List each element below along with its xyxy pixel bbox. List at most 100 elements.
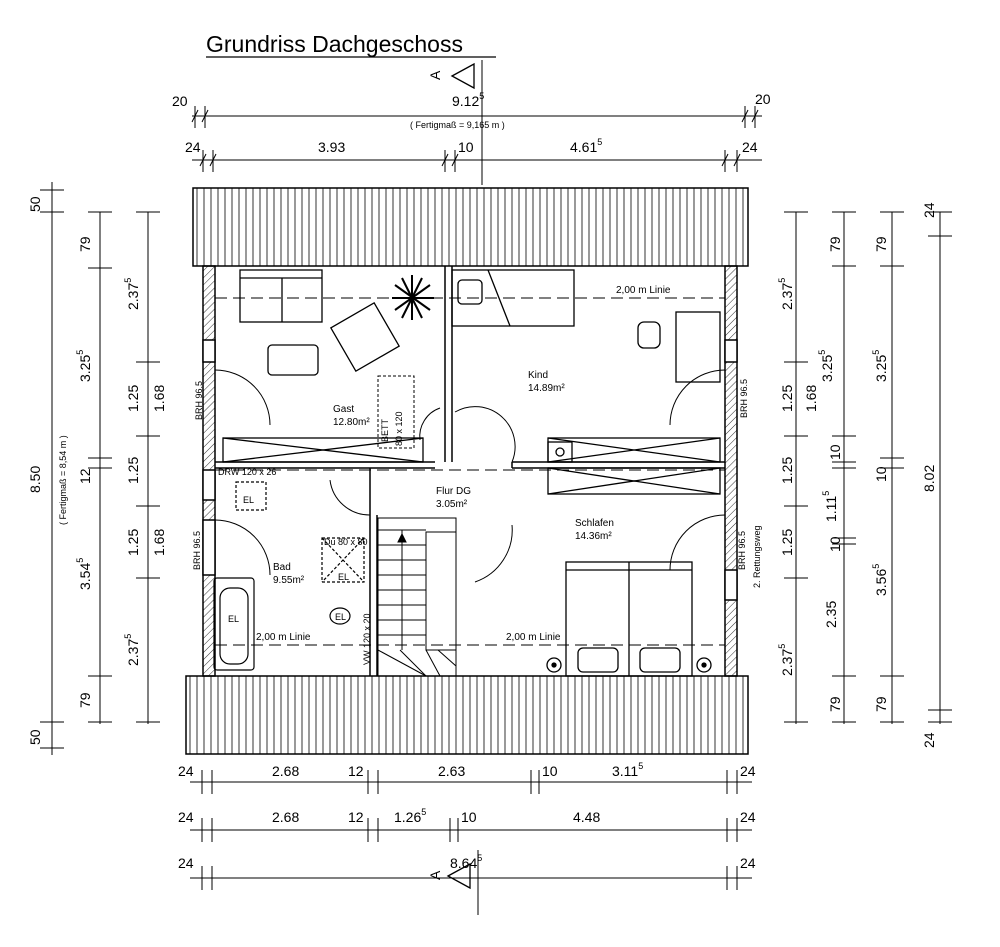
bottom-row1-6: 24 xyxy=(740,763,756,779)
left-c-168-top: 1.68 xyxy=(151,385,167,412)
right-b-10-1: 10 xyxy=(827,444,843,460)
bottom-row1-3: 2.63 xyxy=(438,763,465,779)
top-seg-left-wall: 24 xyxy=(185,139,201,155)
right-a-237-bot: 2.375 xyxy=(777,644,795,676)
staircase xyxy=(377,517,457,677)
el-label-wc: EL xyxy=(335,612,346,622)
left-b-125-1: 1.25 xyxy=(125,385,141,412)
right-a-125-3: 1.25 xyxy=(779,529,795,556)
right-b-79-bot: 79 xyxy=(827,696,843,712)
bottom-row2-3: 1.265 xyxy=(394,807,426,825)
bad-furniture xyxy=(213,481,365,671)
left-top-overhang: 50 xyxy=(27,196,43,212)
right-b-79-top: 79 xyxy=(827,236,843,252)
section-marker-top: A xyxy=(427,60,483,185)
linie-label-schlafen: 2,00 m Linie xyxy=(506,632,561,643)
right-a-125-1: 1.25 xyxy=(779,385,795,412)
vw-label: VW 120 x 20 xyxy=(362,613,372,665)
room-flur-name: Flur DG xyxy=(436,486,471,497)
bett-outline xyxy=(377,375,415,449)
roof-bottom-hatched xyxy=(185,675,749,755)
roof-slope-lines xyxy=(215,297,725,646)
walls xyxy=(202,265,738,677)
left-bottom-overhang: 50 xyxy=(27,729,43,745)
brh-label-bad: BRH 96.5 xyxy=(192,531,202,570)
right-c-79-bot: 79 xyxy=(873,696,889,712)
interior-walls xyxy=(215,266,725,676)
bottom-row2-2: 12 xyxy=(348,809,364,825)
bottom-row2-4: 10 xyxy=(461,809,477,825)
el-label-drw: EL xyxy=(243,495,254,505)
top-total-dimension: 9.125 xyxy=(452,91,484,109)
bottom-row3-2: 24 xyxy=(740,855,756,871)
left-total: 8.50 xyxy=(27,466,43,493)
left-dimension-lines xyxy=(40,182,160,755)
left-fertigmass: ( Fertigmaß = 8,54 m ) xyxy=(58,435,68,525)
top-fertigmass: ( Fertigmaß = 9,165 m ) xyxy=(410,120,505,130)
el-label-shower: EL xyxy=(338,572,349,582)
right-top-wall: 24 xyxy=(921,202,937,218)
right-c-10: 10 xyxy=(873,466,889,482)
top-seg-right-wall: 24 xyxy=(742,139,758,155)
right-b-168: 1.68 xyxy=(803,385,819,412)
right-c-356: 3.565 xyxy=(871,564,889,596)
svg-text:A: A xyxy=(427,870,443,880)
right-b-10-2: 10 xyxy=(827,536,843,552)
right-dimension-lines xyxy=(784,211,952,724)
bett-label: BETT xyxy=(380,418,390,442)
left-a-12: 12 xyxy=(77,468,93,484)
du-label: Du 80 x 80 xyxy=(324,537,368,547)
kind-furniture xyxy=(451,269,721,463)
room-schlafen-name: Schlafen xyxy=(575,518,614,529)
doors xyxy=(214,369,726,583)
top-left-offset: 20 xyxy=(172,93,188,109)
brh-label-schlafen: BRH 96.5 xyxy=(737,531,747,570)
top-seg-mid: 10 xyxy=(458,139,474,155)
room-bad-name: Bad xyxy=(273,562,291,573)
plant-icon xyxy=(392,275,434,320)
right-c-79-top: 79 xyxy=(873,236,889,252)
right-bottom-wall: 24 xyxy=(921,732,937,748)
el-label-tub: EL xyxy=(228,614,239,624)
right-b-325: 3.255 xyxy=(817,350,835,382)
bottom-row3-0: 24 xyxy=(178,855,194,871)
room-gast-area: 12.80m² xyxy=(333,417,370,428)
linie-label-top: 2,00 m Linie xyxy=(616,285,671,296)
left-b-125-3: 1.25 xyxy=(125,529,141,556)
top-dimension-lines xyxy=(191,106,762,172)
top-right-offset: 20 xyxy=(755,91,771,107)
left-b-125-2: 1.25 xyxy=(125,457,141,484)
gast-furniture xyxy=(222,269,424,463)
section-marker-bottom: A xyxy=(427,850,479,915)
bottom-row1-1: 2.68 xyxy=(272,763,299,779)
brh-label-gast: BRH 96.5 xyxy=(194,381,204,420)
bottom-row3-1: 8.645 xyxy=(450,853,482,871)
drw-label: DRW 120 x 26 xyxy=(218,467,276,477)
bottom-row1-4: 10 xyxy=(542,763,558,779)
right-b-111: 1.115 xyxy=(821,491,839,522)
left-a-79-top: 79 xyxy=(77,236,93,252)
room-flur-area: 3.05m² xyxy=(436,499,468,510)
bottom-row1-0: 24 xyxy=(178,763,194,779)
room-bad-area: 9.55m² xyxy=(273,575,305,586)
right-a-125-2: 1.25 xyxy=(779,457,795,484)
left-a-325: 3.255 xyxy=(75,350,93,382)
bottom-row2-1: 2.68 xyxy=(272,809,299,825)
brh-label-kind: BRH 96.5 xyxy=(739,379,749,418)
bottom-row1-5: 3.115 xyxy=(612,761,643,779)
bottom-row1-2: 12 xyxy=(348,763,364,779)
bottom-row2-0: 24 xyxy=(178,809,194,825)
rettungsweg-label: 2. Rettungsweg xyxy=(752,525,762,588)
plan-title: Grundriss Dachgeschoss xyxy=(206,31,463,57)
right-a-235: 2.35 xyxy=(823,601,839,628)
roof-top-hatched xyxy=(192,187,749,267)
room-gast-name: Gast xyxy=(333,404,354,415)
bett-size: 80 x 120 xyxy=(394,411,404,446)
top-seg-left: 3.93 xyxy=(318,139,345,155)
bottom-dimension-lines xyxy=(190,770,752,890)
room-kind-area: 14.89m² xyxy=(528,383,565,394)
left-c-168-bot: 1.68 xyxy=(151,529,167,556)
right-c-325: 3.255 xyxy=(871,350,889,382)
schlafen-furniture xyxy=(546,467,721,677)
